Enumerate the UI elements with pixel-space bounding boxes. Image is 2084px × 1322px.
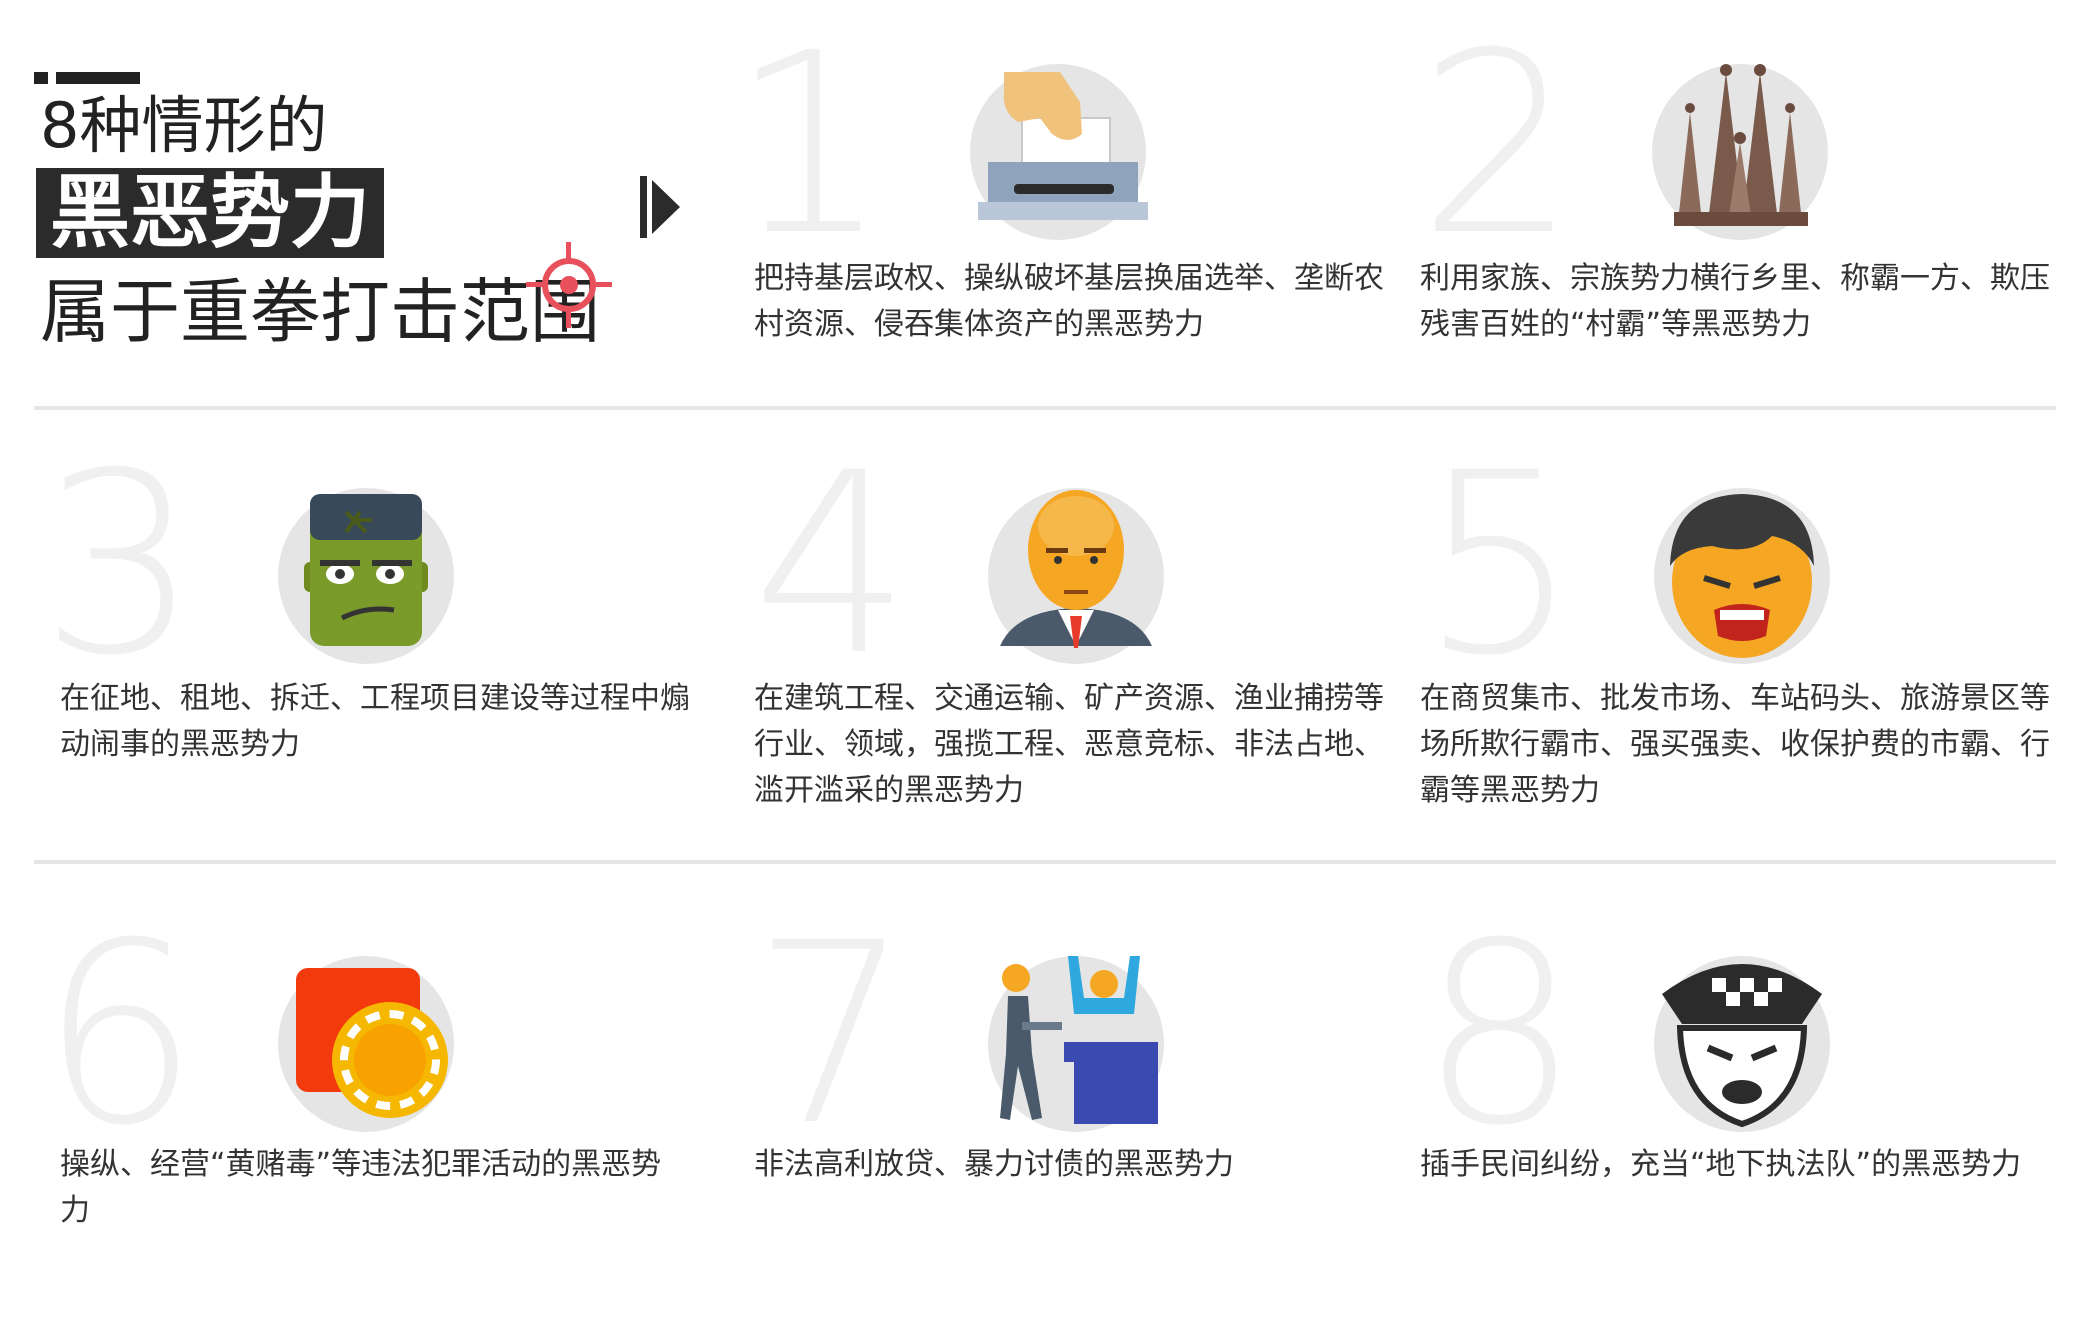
item-text-6: 操纵、经营“黄赌毒”等违法犯罪活动的黑恶势力	[60, 1147, 662, 1228]
item-text-3: 在征地、租地、拆迁、工程项目建设等过程中煽动闹事的黑恶势力	[60, 681, 690, 762]
item-text-5: 在商贸集市、批发市场、车站码头、旅游景区等场所欺行霸市、强买强卖、收保护费的市霸…	[1420, 681, 2050, 808]
play-arrow-icon	[640, 176, 680, 238]
police-officer-icon	[1654, 956, 1830, 1132]
title-accent-square	[34, 72, 48, 84]
item-text-7: 非法高利放贷、暴力讨债的黑恶势力	[754, 1147, 1234, 1182]
crosshair-target-icon	[526, 242, 612, 328]
item-number-8: 8	[1420, 889, 1580, 1180]
robbery-icon	[988, 956, 1164, 1132]
row-divider-1	[34, 406, 2056, 410]
item-number-4: 4	[752, 419, 912, 710]
item-text-1: 把持基层政权、操纵破坏基层换届选举、垄断农村资源、侵吞集体资产的黑恶势力	[754, 261, 1384, 342]
item-number-2: 2	[1418, 0, 1578, 290]
item-number-6: 6	[40, 889, 200, 1180]
item-number-7: 7	[752, 889, 912, 1180]
item-number-3: 3	[40, 419, 200, 710]
item-text-2: 利用家族、宗族势力横行乡里、称霸一方、欺压残害百姓的“村霸”等黑恶势力	[1420, 261, 2050, 342]
bald-man-icon	[988, 488, 1164, 664]
cathedral-icon	[1652, 64, 1828, 240]
angry-man-icon	[1654, 488, 1830, 664]
title-line-1: 8种情形的	[40, 89, 328, 162]
title-line-3: 属于重拳打击范围	[40, 271, 600, 353]
item-number-1: 1	[730, 0, 890, 290]
title-line-2-highlight: 黑恶势力	[36, 168, 384, 258]
row-divider-2	[34, 860, 2056, 864]
item-text-8: 插手民间纠纷，充当“地下执法队”的黑恶势力	[1420, 1147, 2022, 1182]
item-text-4: 在建筑工程、交通运输、矿产资源、渔业捕捞等行业、领域，强揽工程、恶意竞标、非法占…	[754, 681, 1384, 808]
item-number-5: 5	[1420, 419, 1580, 710]
frankenstein-icon	[278, 488, 454, 664]
title-accent-bar	[56, 72, 140, 84]
ballot-box-icon	[970, 64, 1148, 240]
casino-chip-icon	[278, 956, 454, 1132]
